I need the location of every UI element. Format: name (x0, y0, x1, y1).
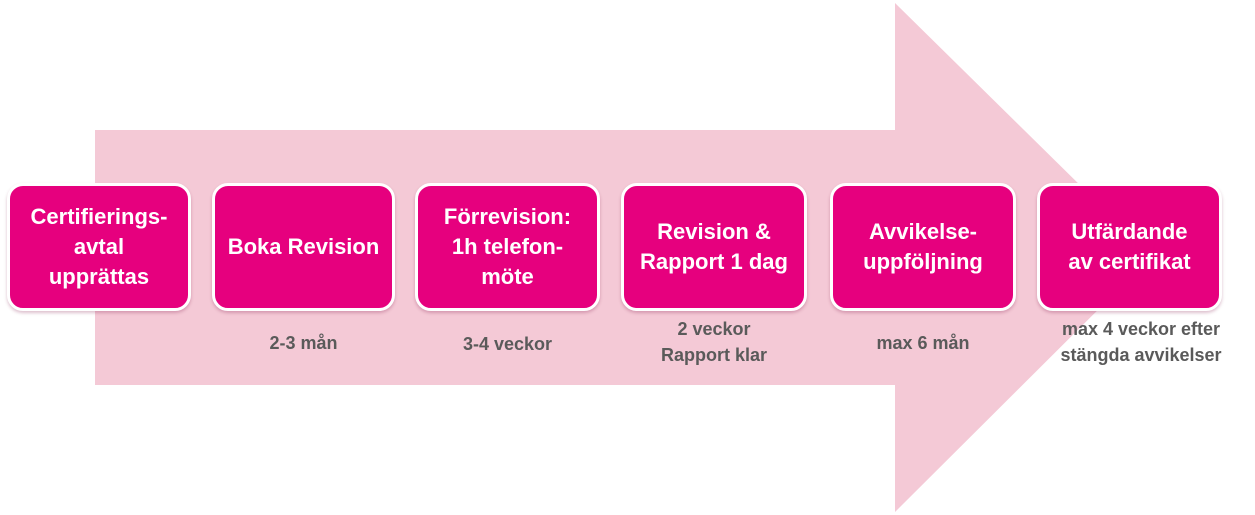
duration-utfardande: max 4 veckor efter stängda avvikelser (1060, 319, 1222, 365)
step-avvikelseuppfoljning: Avvikelse- uppföljning (830, 183, 1016, 311)
step-utfardande: Utfärdande av certifikat (1037, 183, 1222, 311)
duration-forrevision: 3-4 veckor (462, 334, 553, 354)
step-label: Avvikelse- uppföljning (863, 219, 983, 274)
step-revision-rapport: Revision & Rapport 1 dag (621, 183, 807, 311)
step-label: Utfärdande av certifikat (1068, 219, 1191, 274)
step-label: Boka Revision (227, 234, 380, 259)
step-certifieringsavtal: Certifierings- avtal upprättas (7, 183, 191, 311)
duration-revision-rapport: 2 veckor Rapport klar (660, 319, 768, 365)
step-boka-revision: Boka Revision (212, 183, 395, 311)
step-label: Förrevision: 1h telefon- möte (443, 204, 572, 289)
step-label: Revision & Rapport 1 dag (640, 219, 788, 274)
step-label: Certifierings- avtal upprättas (30, 204, 168, 289)
duration-avvikelseuppfoljning: max 6 mån (876, 333, 970, 353)
duration-boka-revision: 2-3 mån (269, 333, 338, 353)
step-forrevision: Förrevision: 1h telefon- möte (415, 183, 600, 311)
